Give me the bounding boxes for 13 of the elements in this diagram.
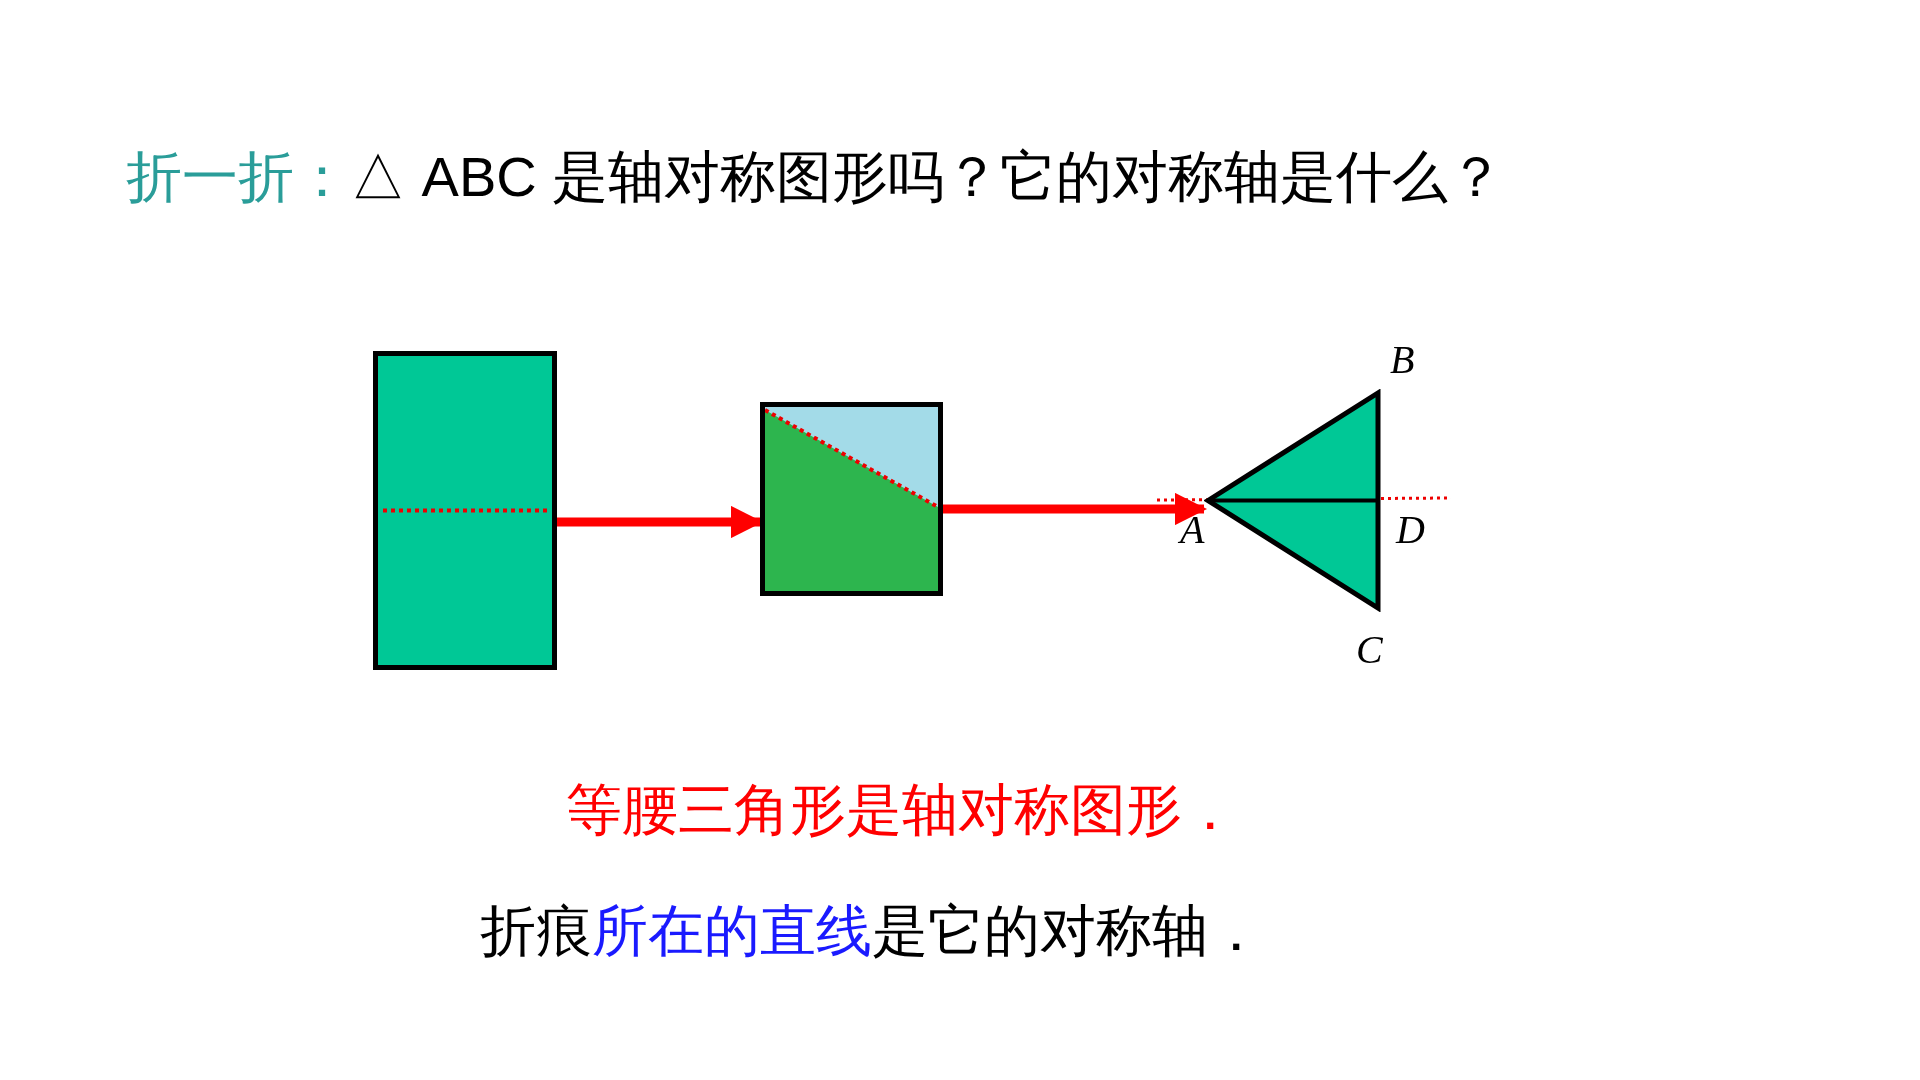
question-text: △ ABC 是轴对称图形吗？它的对称轴是什么？ bbox=[350, 145, 1505, 208]
vertex-label: B bbox=[1390, 340, 1415, 380]
statement-text: 是它的对称轴． bbox=[872, 898, 1264, 964]
arrow bbox=[943, 492, 1208, 526]
highlighted-text: 所在的直线 bbox=[592, 898, 872, 964]
triangle-shape bbox=[1204, 389, 1381, 612]
vertex-label: C bbox=[1356, 630, 1383, 670]
vertex-label: D bbox=[1396, 510, 1425, 550]
conclusion-text: 等腰三角形是轴对称图形． bbox=[566, 777, 1238, 843]
rectangle-paper bbox=[373, 351, 557, 670]
prompt-label: 折一折： bbox=[126, 145, 350, 208]
vertex-label: A bbox=[1180, 510, 1205, 550]
statement-text: 折痕 bbox=[480, 898, 592, 964]
